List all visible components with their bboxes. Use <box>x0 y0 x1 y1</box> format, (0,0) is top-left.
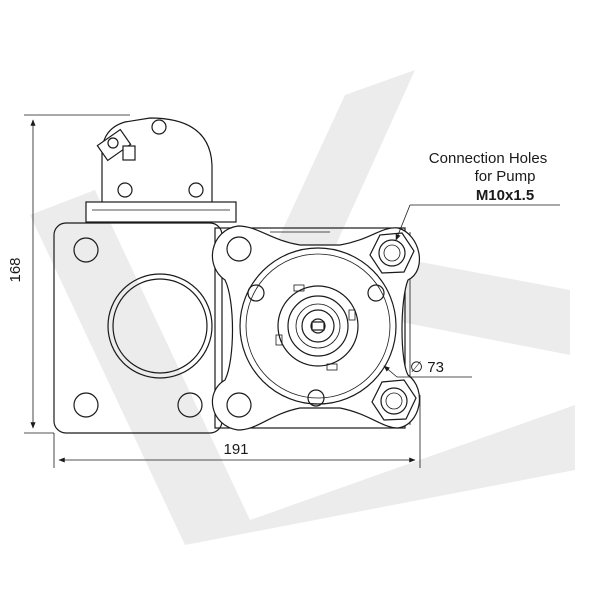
connection-nut-top <box>369 232 415 274</box>
diameter-dimension-label: ∅ 73 <box>410 359 444 376</box>
callout-line-2: for Pump <box>475 168 536 185</box>
diameter-dimension: ∅ 73 <box>383 359 472 378</box>
callout-thread-spec: M10x1.5 <box>476 187 534 204</box>
top-cover <box>85 117 237 223</box>
connection-holes-callout: Connection Holes for Pump M10x1.5 <box>395 150 560 241</box>
height-dimension-label: 168 <box>7 257 24 282</box>
breather-fitting <box>96 128 136 162</box>
pump-flange <box>211 225 421 431</box>
left-flange <box>53 222 223 434</box>
width-dimension: 191 <box>53 395 421 468</box>
watermark-logo <box>30 70 575 545</box>
width-dimension-label: 191 <box>223 441 248 458</box>
callout-line-1: Connection Holes <box>429 150 547 167</box>
height-dimension: 168 <box>7 114 130 434</box>
connection-nut-bottom <box>371 379 417 421</box>
